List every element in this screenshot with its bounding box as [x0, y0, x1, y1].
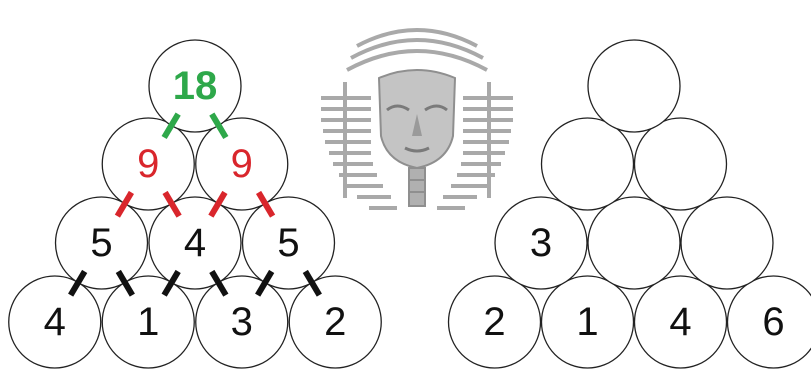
right-pyramid-circle	[540, 117, 635, 211]
pharaoh-head-icon	[321, 28, 513, 210]
left-pyramid-circle	[101, 117, 195, 211]
left-pyramid-circle	[195, 275, 289, 369]
cell-number: 2	[483, 300, 505, 344]
connector-tick	[114, 190, 135, 218]
right-pyramid-circle	[447, 275, 542, 369]
left-pyramid-circle	[148, 39, 242, 133]
cell-number: 4	[184, 221, 206, 265]
connector-tick	[161, 269, 181, 297]
connector-tick	[68, 269, 88, 297]
cell-number: 5	[277, 221, 299, 265]
connector-tick	[209, 269, 229, 297]
cell-number: 2	[324, 300, 346, 344]
left-pyramid-circle	[241, 196, 336, 290]
cell-number: 4	[669, 300, 691, 344]
cell-number: 18	[173, 64, 218, 108]
connector-tick	[255, 190, 276, 218]
connector-tick	[255, 269, 275, 297]
right-pyramid-circle	[587, 196, 681, 290]
connector-tick	[302, 269, 322, 297]
left-pyramid-circle	[195, 117, 289, 211]
cell-number: 3	[530, 221, 552, 265]
connector-tick	[115, 269, 135, 297]
connector-tick	[208, 190, 228, 218]
connector-tick	[209, 112, 229, 140]
left-pyramid-circle	[54, 196, 149, 290]
right-pyramid-circle	[726, 275, 811, 369]
right-pyramid-circle	[540, 275, 635, 369]
connector-tick	[162, 190, 182, 218]
cell-number: 3	[231, 300, 253, 344]
left-pyramid-circle	[8, 275, 102, 369]
cell-number: 1	[576, 300, 598, 344]
cell-number: 6	[762, 300, 784, 344]
right-pyramid-circle	[633, 117, 728, 211]
right-pyramid-circle	[587, 39, 681, 133]
cell-number: 1	[137, 300, 159, 344]
left-pyramid-circle	[101, 275, 195, 369]
right-pyramid-puzzle: 32 1 4 6	[447, 39, 811, 369]
left-pyramid-circle	[288, 275, 382, 369]
right-pyramid-circle	[680, 196, 774, 290]
connector-tick	[161, 112, 181, 140]
right-pyramid-circle	[494, 196, 588, 290]
cell-number: 4	[44, 300, 66, 344]
cell-number: 5	[90, 221, 112, 265]
cell-number: 9	[137, 142, 159, 186]
right-pyramid-circle	[633, 275, 728, 369]
cell-number: 9	[231, 142, 253, 186]
left-pyramid-circle	[148, 196, 242, 290]
